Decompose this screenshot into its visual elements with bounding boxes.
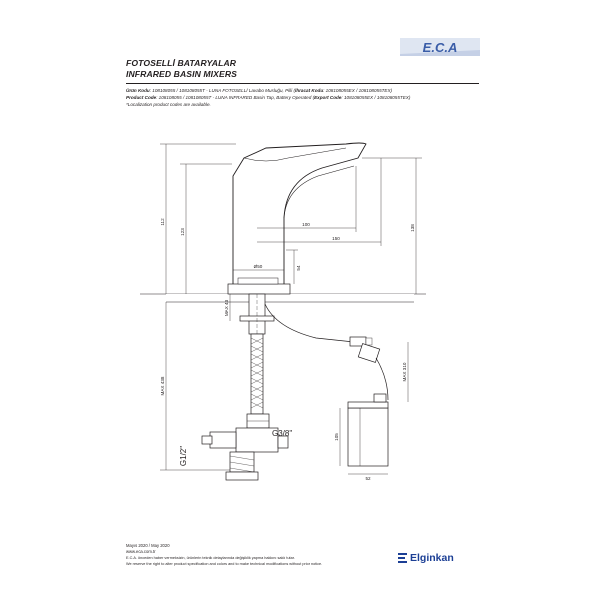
sensor-cable	[264, 303, 355, 343]
title-turkish: FOTOSELLİ BATARYALAR	[126, 58, 237, 68]
faucet-spout-inner	[283, 165, 355, 219]
technical-drawing: 112 123 138 100 150 Ø50 54 MAX 43 MAX 43…	[140, 142, 426, 481]
info-text-tr: : 108108055 / 108108055T - LUNA FOTOSELL…	[149, 88, 296, 93]
info-label-en: Product Code	[126, 95, 157, 100]
dim-max310: MAX 310	[402, 362, 407, 381]
header-rule	[126, 83, 479, 84]
angle-valve	[201, 427, 289, 481]
elginkan-mark-icon	[398, 553, 407, 563]
dim-54: 54	[296, 265, 301, 271]
footer-disclaimer-en: We reserve the right to alter product sp…	[126, 562, 323, 566]
title-english: INFRARED BASIN MIXERS	[126, 69, 237, 79]
dim-g12: G1/2"	[179, 446, 188, 466]
info-localization-note: *Localization product codes are availabl…	[126, 102, 211, 107]
braided-hose	[250, 333, 264, 415]
dim-138: 138	[410, 224, 415, 232]
dim-100: 100	[302, 222, 310, 227]
info-export-text-en: : 108108055EX / 108108055TEX)	[341, 95, 411, 100]
faucet-base	[227, 283, 291, 295]
footer-date: Mayıs 2020 / May 2020	[126, 543, 170, 548]
dim-g38: G3/8"	[272, 429, 292, 438]
dim-max438: MAX 438	[160, 376, 165, 395]
dim-150: 150	[332, 236, 340, 241]
info-export-label-tr: İhracat Kodu	[295, 88, 324, 93]
info-label-tr: Ürün Kodu	[126, 88, 150, 93]
counter-slab	[166, 294, 414, 302]
dim-max43: MAX 43	[224, 299, 229, 316]
info-line-product-en: Product Code: 108108055 / 108108055T - L…	[126, 95, 410, 100]
eca-logo: E.C.A	[400, 38, 480, 56]
dim-50: Ø50	[254, 264, 263, 269]
dim-105: 105	[334, 433, 339, 441]
footer-disclaimer-tr: E.C.A. önceden haber vermeksizin, ürünle…	[126, 556, 295, 560]
dim-52: 52	[365, 476, 371, 481]
footer-website[interactable]: www.eca.com.tr	[126, 549, 156, 554]
battery-box	[347, 393, 389, 467]
info-text-en: : 108108055 / 108108055T - LUNA INFRARED…	[156, 95, 315, 100]
dim-123: 123	[180, 228, 185, 236]
eca-logo-text: E.C.A	[423, 40, 458, 55]
dim-112: 112	[160, 218, 165, 226]
info-line-product-tr: Ürün Kodu: 108108055 / 108108055T - LUNA…	[126, 88, 392, 93]
elginkan-brand: Elginkan	[410, 552, 454, 564]
info-export-text-tr: : 108108055EX / 108108055TEX)	[323, 88, 393, 93]
info-export-label-en: Export Code	[314, 95, 342, 100]
